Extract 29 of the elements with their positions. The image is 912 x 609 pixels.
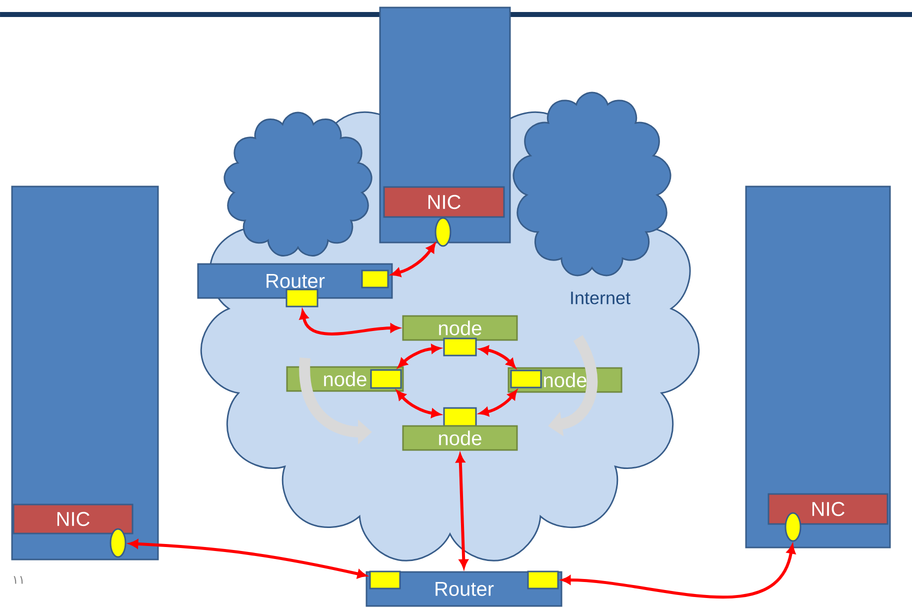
nic-card: NIC bbox=[12, 504, 134, 534]
arrow bbox=[300, 310, 400, 336]
arrow bbox=[398, 344, 440, 368]
port bbox=[510, 370, 542, 388]
port-oval bbox=[110, 528, 126, 558]
arrow bbox=[480, 390, 517, 416]
cloud bbox=[224, 112, 372, 256]
host-box bbox=[745, 186, 891, 548]
host-box bbox=[11, 186, 159, 560]
page-number: ١١ bbox=[14, 576, 23, 584]
port bbox=[527, 570, 559, 590]
node-box: node bbox=[402, 425, 518, 451]
port bbox=[286, 288, 318, 308]
arrow bbox=[562, 544, 796, 599]
port-oval bbox=[784, 512, 802, 542]
arrow bbox=[129, 540, 366, 578]
arrow bbox=[456, 454, 468, 568]
arrow bbox=[396, 390, 440, 418]
port bbox=[370, 369, 402, 389]
port bbox=[443, 407, 477, 427]
node-box: node bbox=[402, 315, 518, 341]
port bbox=[443, 338, 477, 356]
arrow bbox=[392, 243, 436, 277]
cloud bbox=[512, 92, 672, 276]
port bbox=[369, 570, 401, 590]
arrow bbox=[480, 346, 516, 368]
port bbox=[361, 270, 389, 288]
nic-card: NIC bbox=[383, 186, 505, 218]
nic-card: NIC bbox=[768, 493, 888, 525]
